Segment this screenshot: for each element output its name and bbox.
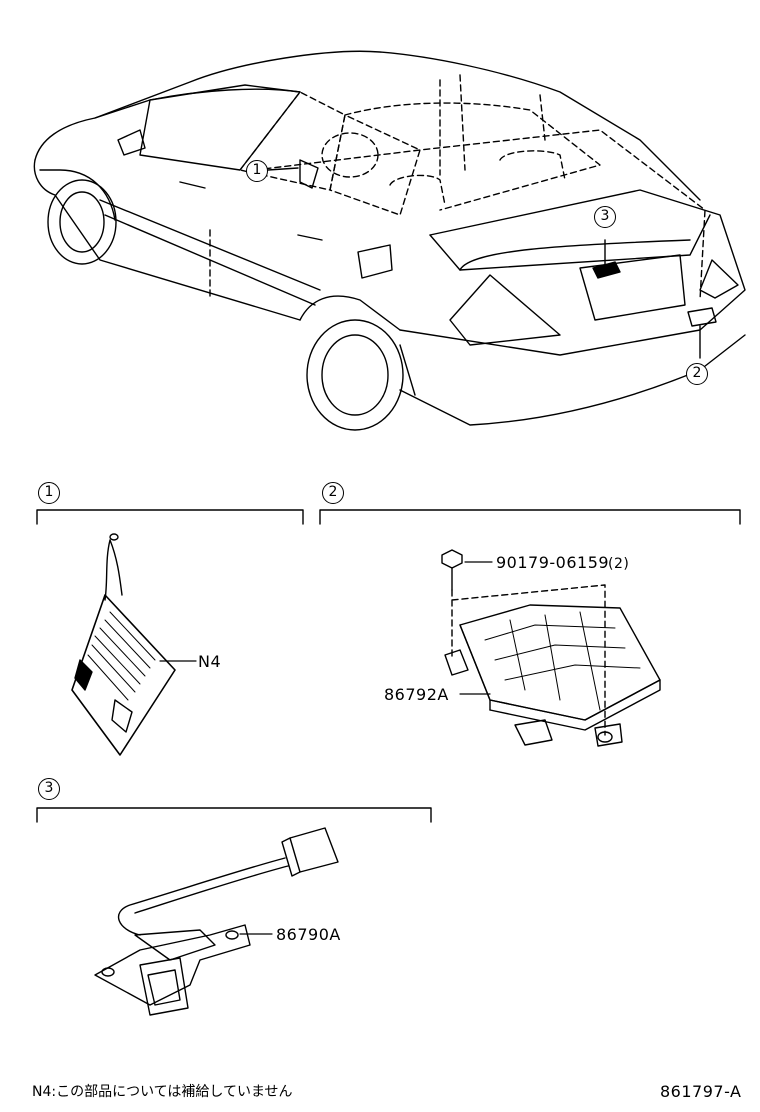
supply-note: N4:この部品については補給していません [32,1084,293,1100]
section-1-bracket [36,509,304,525]
rear-camera-assembly [94,827,339,1016]
section-2-bracket [319,509,741,525]
callout-2-on-car: 2 [686,363,708,385]
control-unit-part-number: 86792A [384,685,449,704]
section-1-callout: 1 [38,482,60,504]
car-illustration [33,50,746,431]
bolt-quantity: (2) [608,556,630,572]
callout-3-on-car: 3 [594,206,616,228]
camera-part-number: 86790A [276,925,341,944]
callout-1-on-car: 1 [246,160,268,182]
section-3-callout: 3 [38,778,60,800]
caution-tag [71,533,197,756]
bolt-part-number: 90179-06159 [496,553,610,572]
section-2-callout: 2 [322,482,344,504]
diagram-id: 861797-A [660,1082,742,1101]
control-unit-assembly [441,549,661,747]
section-3-bracket [36,807,432,823]
caution-tag-label: N4 [198,652,222,671]
